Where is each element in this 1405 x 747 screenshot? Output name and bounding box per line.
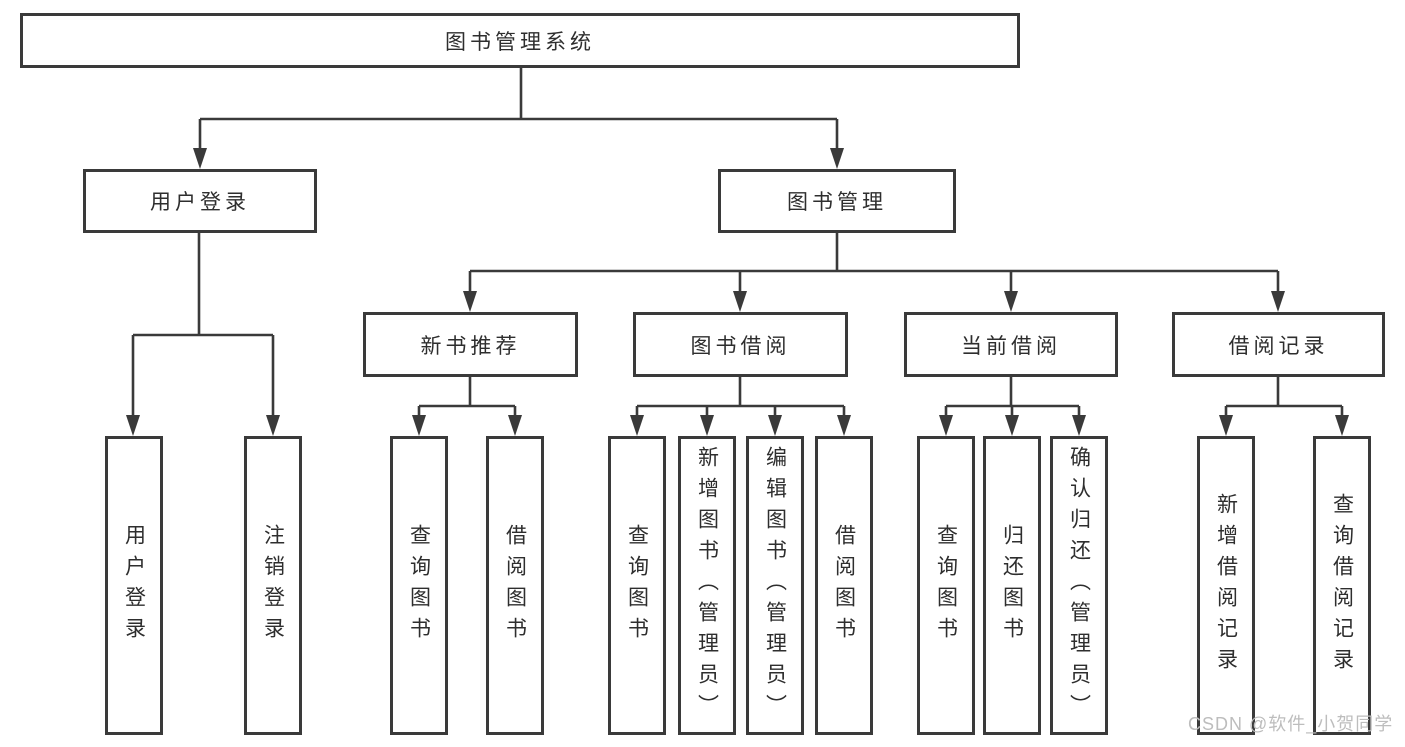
node-label: 当前借阅 [961, 334, 1061, 358]
node-label: 图书管理系统 [445, 30, 595, 54]
node-library-management-system: 图书管理系统 [20, 13, 1020, 68]
leaf-query-borrow-record: 查询借阅记录 [1313, 436, 1371, 735]
node-label: 查询图书 [407, 523, 431, 648]
leaf-add-book-admin: 新增图书（管理员） [678, 436, 736, 735]
node-label: 借阅图书 [832, 523, 856, 648]
node-label: 图书管理 [787, 191, 887, 214]
node-label: 确认归还（管理员） [1067, 446, 1091, 725]
node-book-management: 图书管理 [718, 169, 956, 233]
leaf-logout: 注销登录 [244, 436, 302, 735]
leaf-edit-book-admin: 编辑图书（管理员） [746, 436, 804, 735]
leaf-borrow-books: 借阅图书 [815, 436, 873, 735]
node-label: 新增借阅记录 [1214, 492, 1238, 679]
node-label: 注销登录 [261, 523, 285, 648]
node-label: 用户登录 [150, 191, 250, 214]
node-new-book-recommendation: 新书推荐 [363, 312, 578, 377]
leaf-add-borrow-record: 新增借阅记录 [1197, 436, 1255, 735]
node-label: 借阅图书 [503, 523, 527, 648]
node-label: 查询借阅记录 [1330, 492, 1354, 679]
leaf-return-books: 归还图书 [983, 436, 1041, 735]
leaf-query-books-current: 查询图书 [917, 436, 975, 735]
node-label: 借阅记录 [1228, 334, 1329, 358]
node-label: 编辑图书（管理员） [763, 446, 787, 725]
node-label: 图书借阅 [690, 334, 791, 358]
node-label: 用户登录 [122, 523, 146, 648]
leaf-borrow-books-recommend: 借阅图书 [486, 436, 544, 735]
node-borrowing-records: 借阅记录 [1172, 312, 1385, 377]
leaf-query-books-recommend: 查询图书 [390, 436, 448, 735]
node-user-login: 用户登录 [83, 169, 317, 233]
leaf-user-login: 用户登录 [105, 436, 163, 735]
node-label: 查询图书 [625, 523, 649, 648]
node-label: 新增图书（管理员） [695, 446, 719, 725]
leaf-confirm-return-admin: 确认归还（管理员） [1050, 436, 1108, 735]
leaf-query-books-borrowing: 查询图书 [608, 436, 666, 735]
node-label: 查询图书 [934, 523, 958, 648]
node-current-borrowing: 当前借阅 [904, 312, 1118, 377]
node-label: 新书推荐 [420, 334, 521, 358]
node-book-borrowing: 图书借阅 [633, 312, 848, 377]
watermark: CSDN @软件_小贺同学 [1188, 714, 1394, 734]
node-label: 归还图书 [1000, 523, 1024, 648]
